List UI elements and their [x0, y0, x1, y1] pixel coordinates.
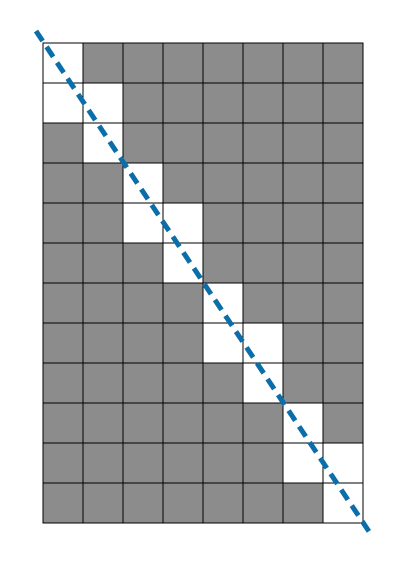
grid-cell-shaded [282, 42, 324, 84]
grid-cell-white [162, 202, 204, 244]
grid-cell-shaded [82, 282, 124, 324]
grid-cell-shaded [202, 362, 244, 404]
grid-cell-shaded [282, 482, 324, 524]
grid-cell-shaded [282, 202, 324, 244]
grid-cell-white [122, 162, 164, 204]
grid-cells [42, 42, 364, 524]
grid-cell-shaded [42, 362, 84, 404]
grid-cell-shaded [242, 402, 284, 444]
grid-cell-shaded [202, 402, 244, 444]
grid-cell-shaded [82, 162, 124, 204]
grid-cell-shaded [202, 482, 244, 524]
grid-cell-shaded [162, 482, 204, 524]
grid-cell-shaded [322, 82, 364, 124]
grid-cell-shaded [122, 242, 164, 284]
grid-cell-shaded [202, 82, 244, 124]
grid-cell-shaded [122, 362, 164, 404]
grid-cell-shaded [242, 242, 284, 284]
grid-cell-shaded [82, 202, 124, 244]
grid-cell-shaded [242, 82, 284, 124]
grid-cell-white [202, 322, 244, 364]
grid-cell-white [42, 82, 84, 124]
grid-cell-shaded [42, 202, 84, 244]
grid-cell-shaded [162, 82, 204, 124]
grid-cell-shaded [322, 242, 364, 284]
grid-cell-shaded [202, 162, 244, 204]
grid-cell-white [282, 402, 324, 444]
grid-cell-shaded [162, 162, 204, 204]
grid-cell-shaded [322, 282, 364, 324]
grid-cell-shaded [242, 122, 284, 164]
grid-cell-shaded [122, 82, 164, 124]
grid-cell-shaded [282, 282, 324, 324]
grid-cell-shaded [122, 402, 164, 444]
grid-cell-shaded [322, 362, 364, 404]
grid-cell-shaded [122, 482, 164, 524]
grid-cell-shaded [82, 442, 124, 484]
grid-cell-shaded [42, 242, 84, 284]
grid-cell-shaded [322, 162, 364, 204]
grid-cell-shaded [82, 402, 124, 444]
grid-cell-shaded [122, 42, 164, 84]
grid-cell-shaded [82, 482, 124, 524]
grid-cell-shaded [162, 42, 204, 84]
grid-cell-shaded [282, 362, 324, 404]
grid-cell-shaded [322, 322, 364, 364]
grid-cell-shaded [242, 282, 284, 324]
grid-cell-shaded [202, 122, 244, 164]
grid-cell-shaded [122, 122, 164, 164]
grid-cell-shaded [322, 42, 364, 84]
grid-cell-shaded [202, 242, 244, 284]
grid-cell-shaded [42, 282, 84, 324]
grid-cell-shaded [162, 362, 204, 404]
grid-cell-shaded [162, 322, 204, 364]
grid-cell-shaded [322, 202, 364, 244]
grid-cell-shaded [162, 442, 204, 484]
grid-cell-shaded [282, 322, 324, 364]
grid-cell-shaded [82, 42, 124, 84]
grid-cell-shaded [122, 322, 164, 364]
grid-cell-shaded [242, 442, 284, 484]
diagonal-dashed-line [33, 29, 375, 538]
grid-cell-shaded [282, 242, 324, 284]
grid-cell-shaded [282, 162, 324, 204]
grid-cell-shaded [282, 82, 324, 124]
grid-cell-white [202, 282, 244, 324]
grid-cell-shaded [42, 162, 84, 204]
grid-cell-shaded [82, 322, 124, 364]
grid-cell-shaded [202, 442, 244, 484]
grid-cell-shaded [322, 402, 364, 444]
grid-cell-shaded [82, 362, 124, 404]
grid-cell-shaded [242, 162, 284, 204]
grid-cell-shaded [322, 122, 364, 164]
grid-cell-shaded [42, 122, 84, 164]
grid-cell-shaded [42, 442, 84, 484]
grid-cell-shaded [162, 122, 204, 164]
grid-cell-shaded [122, 282, 164, 324]
grid-cell-shaded [162, 282, 204, 324]
grid-cell-shaded [42, 482, 84, 524]
grid-cell-shaded [242, 42, 284, 84]
grid-cell-shaded [242, 202, 284, 244]
grid-cell-shaded [42, 322, 84, 364]
grid-cell-shaded [42, 402, 84, 444]
grid-cell-white [242, 322, 284, 364]
grid-cell-white [322, 442, 364, 484]
grid-cell-white [82, 82, 124, 124]
grid-cell-shaded [122, 442, 164, 484]
grid-cell-shaded [202, 42, 244, 84]
grid-cell-shaded [202, 202, 244, 244]
grid-cell-shaded [82, 242, 124, 284]
grid-cell-shaded [162, 402, 204, 444]
grid-cell-shaded [242, 482, 284, 524]
grid-cell-shaded [282, 122, 324, 164]
